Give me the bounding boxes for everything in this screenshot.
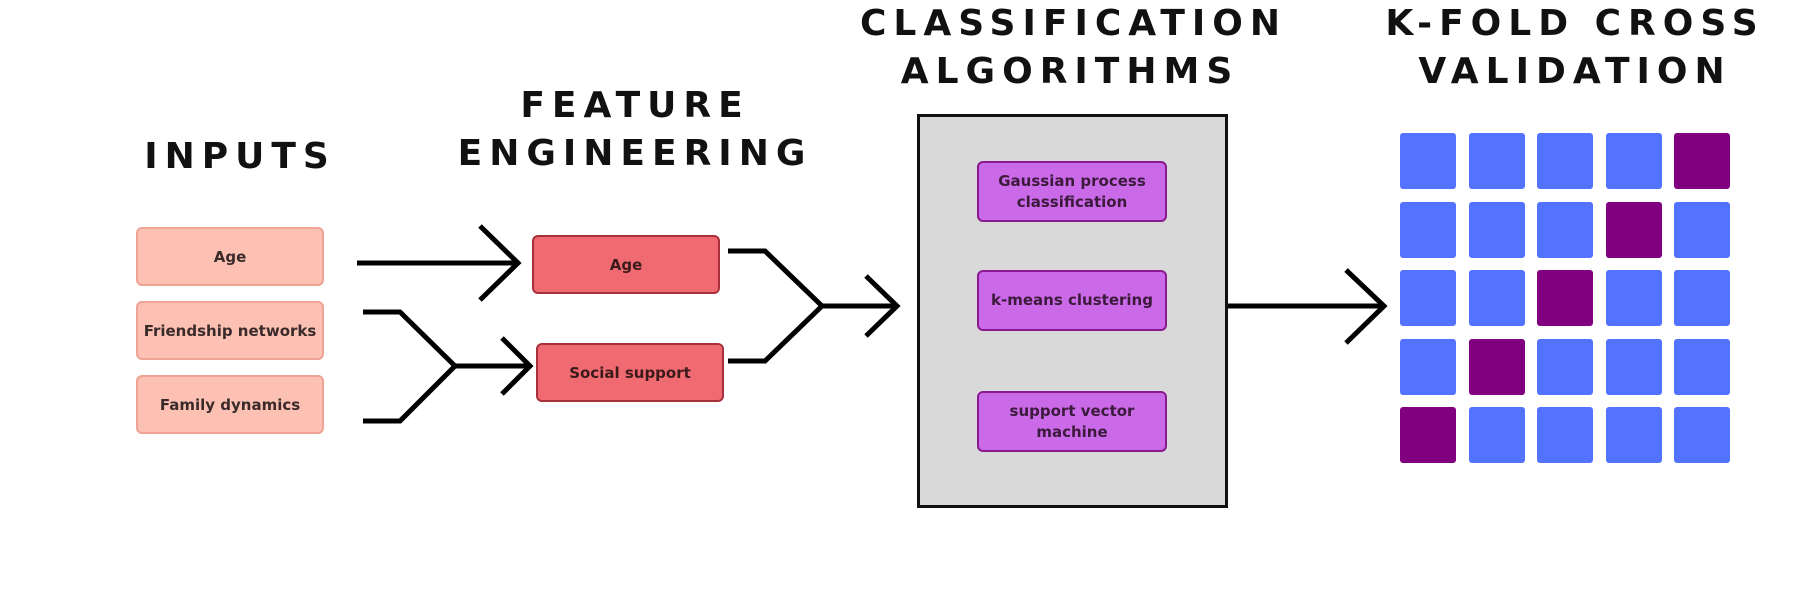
input-friendship-networks: Friendship networks [136,301,324,360]
heading-classification-algorithms: CLASSIFICATION ALGORITHMS [860,0,1280,96]
kfold-train-cell [1468,133,1525,189]
input-age: Age [136,227,324,286]
heading-classification-line1: CLASSIFICATION [860,3,1288,44]
input-friendship-label: Friendship networks [143,321,317,340]
algorithm-gaussian-line2: classification [1016,192,1128,211]
kfold-test-cell [1468,338,1525,395]
heading-classification-line2: ALGORITHMS [900,51,1240,92]
heading-feature-line1: FEATURE [520,85,750,126]
kfold-train-cell [1605,338,1662,395]
heading-kfold-line1: K-FOLD CROSS [1385,3,1765,44]
kfold-train-cell [1605,407,1662,463]
algorithm-kmeans: k-means clustering [977,270,1167,331]
kfold-train-cell [1674,407,1730,463]
arrowhead-classifier [864,274,901,338]
algorithm-gaussian-process: Gaussian process classification [977,161,1167,222]
kfold-grid [1400,133,1736,469]
kfold-train-cell [1468,407,1525,463]
heading-kfold-cross-validation: K-FOLD CROSS VALIDATION [1380,0,1770,96]
feature-age: Age [532,235,720,294]
kfold-test-cell [1605,201,1662,258]
input-family-label: Family dynamics [159,395,301,414]
kfold-train-cell [1468,201,1525,258]
kfold-train-cell [1400,338,1456,395]
kfold-train-cell [1468,270,1525,326]
arrowhead-age-feature [478,224,522,302]
algorithm-gaussian-line1: Gaussian process [998,171,1146,190]
kfold-test-cell [1537,270,1593,326]
kfold-test-cell [1400,407,1456,463]
merge-inputs-to-social [363,309,459,424]
feature-social-support: Social support [536,343,724,402]
kfold-train-cell [1537,133,1593,189]
arrowhead-kfold [1344,268,1388,345]
feature-age-label: Age [609,255,643,274]
kfold-train-cell [1674,270,1730,326]
algorithm-svm-line2: machine [1036,422,1108,441]
heading-inputs: INPUTS [144,136,336,177]
arrowhead-social [500,336,534,396]
kfold-train-cell [1605,133,1662,189]
heading-feature-line2: ENGINEERING [457,133,813,174]
algorithm-svm-line1: support vector [1009,401,1135,420]
algorithm-svm: support vector machine [977,391,1167,452]
kfold-train-cell [1605,270,1662,326]
kfold-train-cell [1400,133,1456,189]
heading-feature-engineering: FEATURE ENGINEERING [450,82,820,178]
input-family-dynamics: Family dynamics [136,375,324,434]
heading-kfold-line2: VALIDATION [1418,51,1732,92]
kfold-train-cell [1674,338,1730,395]
algorithm-kmeans-label: k-means clustering [991,291,1153,309]
input-age-label: Age [213,247,247,266]
kfold-train-cell [1537,338,1593,395]
kfold-train-cell [1537,201,1593,258]
kfold-train-cell [1400,270,1456,326]
merge-features-to-classifier [728,248,826,364]
kfold-train-cell [1674,201,1730,258]
kfold-train-cell [1400,201,1456,258]
kfold-train-cell [1537,407,1593,463]
feature-social-label: Social support [569,363,691,382]
kfold-test-cell [1674,133,1730,189]
